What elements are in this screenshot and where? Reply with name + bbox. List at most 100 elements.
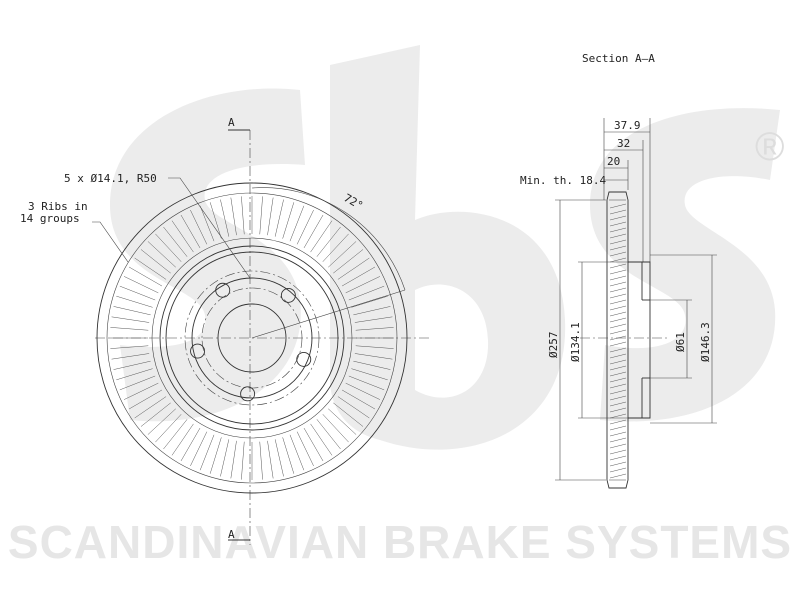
rib-line [134, 257, 167, 280]
hatch-line [609, 287, 627, 293]
bolt-hole [280, 287, 296, 303]
rib-line [220, 439, 230, 477]
rib-line [316, 419, 341, 450]
dim-hat-diameter: Ø134.1 [569, 322, 582, 362]
hatch-line [609, 401, 627, 407]
hatch-line [609, 365, 627, 371]
hatch-line [609, 227, 627, 233]
hatch-line [609, 215, 627, 221]
hatch-line [609, 407, 627, 413]
hatch-line [609, 377, 627, 383]
center-bore [217, 303, 287, 373]
hatch-line [609, 233, 627, 239]
brand-text: SCANDINAVIAN BRAKE SYSTEMS [8, 516, 792, 568]
hatch-line [609, 203, 627, 209]
dim-width-total: 37.9 [614, 119, 641, 132]
hatch-line [609, 473, 627, 479]
rib-line [199, 434, 215, 471]
rib-line [171, 220, 194, 253]
bolt-holes [190, 282, 312, 402]
hatch-line [609, 299, 627, 305]
hatch-line [609, 245, 627, 251]
hatch-line [609, 281, 627, 287]
rib-line [289, 434, 305, 471]
bolt-holes-label: 5 x Ø14.1, R50 [64, 172, 157, 185]
section-hatching [609, 203, 627, 479]
rib-line [341, 266, 376, 287]
hatch-line [609, 347, 627, 353]
hatch-line [609, 413, 627, 419]
hatch-line [609, 305, 627, 311]
rib-line [348, 285, 385, 301]
rib-line [140, 249, 171, 274]
dim-width-disc: 20 [607, 155, 620, 168]
rib-line [282, 202, 295, 239]
section-marker-bottom: A [228, 528, 235, 541]
rib-line [310, 220, 333, 253]
ribs-label-line1: 3 Ribs in [28, 200, 88, 213]
rib-line [345, 382, 381, 400]
rib-line [303, 427, 324, 462]
registered-mark: ® [755, 125, 784, 169]
rib-line [199, 205, 215, 242]
rib-line [116, 295, 153, 308]
rib-line [113, 360, 151, 370]
hatch-line [609, 323, 627, 329]
rib-line [355, 327, 394, 331]
rib-line [289, 205, 305, 242]
hat-outer [191, 277, 313, 399]
rib-line [345, 276, 381, 294]
hatch-line [609, 431, 627, 437]
hatch-line [609, 461, 627, 467]
dim-hat-outer: Ø146.3 [699, 322, 712, 362]
rib-line [259, 196, 263, 235]
rib-line [274, 439, 284, 477]
hatch-line [609, 275, 627, 281]
friction-ring-inner [159, 245, 345, 431]
rib-line [355, 345, 394, 349]
sbs-logo-watermark: ® SCANDINAVIAN BRAKE SYSTEMS [8, 45, 792, 568]
rib-line [110, 345, 149, 349]
section-title: Section A–A [582, 52, 655, 65]
ribs-label-line2: 14 groups [20, 212, 80, 225]
rib-line [163, 226, 188, 257]
dim-center-bore: Ø61 [674, 332, 687, 352]
rib-line [333, 249, 364, 274]
hatch-line [609, 251, 627, 257]
rib-line [353, 360, 391, 370]
hatch-line [609, 449, 627, 455]
hatch-line [609, 341, 627, 347]
hatch-line [609, 263, 627, 269]
min-thickness-label: Min. th. 18.4 [520, 174, 606, 187]
hatch-line [609, 239, 627, 245]
rib-line [348, 375, 385, 391]
rib-line [328, 408, 357, 435]
rib-line [134, 396, 167, 419]
dim-width-hat: 32 [617, 137, 630, 150]
rib-line [296, 431, 314, 467]
rib-line [328, 241, 357, 268]
rib-line [303, 214, 324, 249]
rib-line [155, 414, 182, 443]
rib-line [282, 437, 295, 474]
rib-line [155, 233, 182, 262]
hatch-line [609, 437, 627, 443]
rib-line [119, 285, 156, 301]
rib-line [163, 419, 188, 450]
rib-line [116, 368, 153, 381]
rib-line [351, 295, 388, 308]
hatch-line [609, 359, 627, 365]
rib-line [354, 316, 393, 323]
rib-line [123, 382, 159, 400]
rib-line [140, 402, 171, 427]
rib-line [111, 353, 150, 360]
hatch-line [609, 209, 627, 215]
hatch-line [609, 221, 627, 227]
rib-line [337, 396, 370, 419]
hatch-line [609, 395, 627, 401]
rib-line [337, 257, 370, 280]
rib-line [119, 375, 156, 391]
ventilation-ribs [110, 196, 394, 480]
rib-line [353, 306, 391, 316]
rib-line [351, 368, 388, 381]
